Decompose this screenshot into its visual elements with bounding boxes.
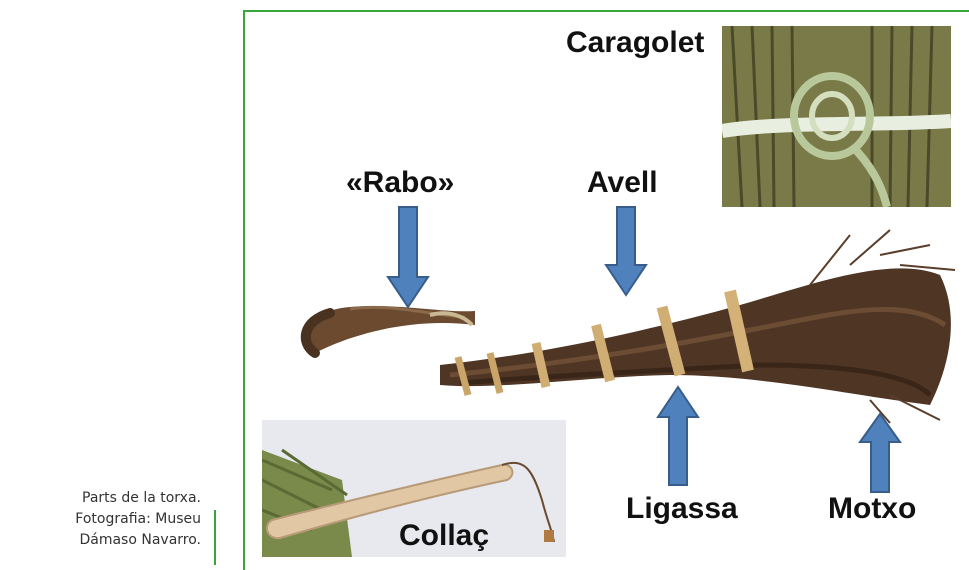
caragolet-photo [722,26,951,207]
caption-line-3: Dámaso Navarro. [0,530,201,551]
label-motxo: Motxo [828,492,916,526]
arrow-motxo-up-icon [858,412,902,494]
label-rabo: «Rabo» [346,166,454,200]
label-collac: Collaç [399,519,489,553]
figure-caption: Parts de la torxa. Fotografia: Museu Dám… [0,488,201,551]
caption-line-2: Fotografia: Museu [0,509,201,530]
caption-divider [214,510,216,565]
arrow-rabo-down-icon [386,205,430,309]
label-avell: Avell [587,166,658,200]
arrow-ligassa-up-icon [656,385,700,487]
label-caragolet: Caragolet [566,26,704,60]
label-ligassa: Ligassa [626,492,738,526]
arrow-avell-down-icon [604,205,648,297]
caption-line-1: Parts de la torxa. [0,488,201,509]
